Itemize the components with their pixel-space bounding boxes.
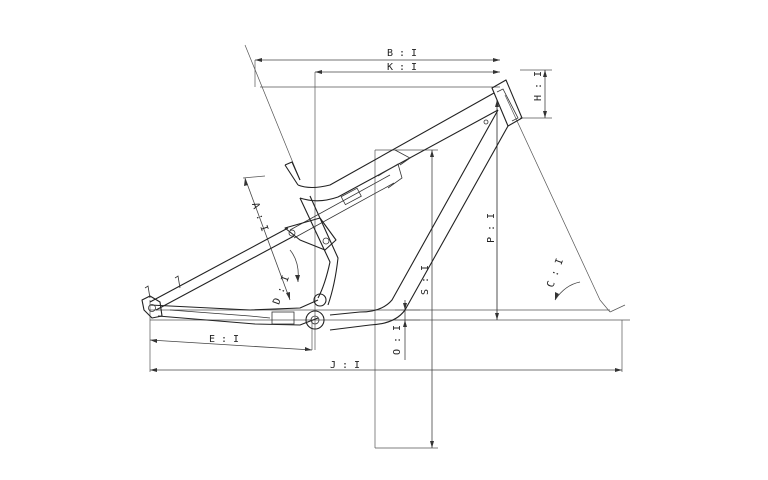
- label-D: D : I: [271, 274, 292, 306]
- label-O: O : I: [392, 325, 403, 355]
- label-B: B : I: [387, 48, 417, 59]
- label-E: E : I: [209, 334, 239, 345]
- chain-stay: [149, 299, 319, 311]
- rocker-link: [284, 217, 337, 251]
- seat-tube: [299, 197, 331, 299]
- head-tube: [491, 79, 523, 127]
- rear-dropout: [141, 275, 181, 319]
- label-H: H : I: [533, 71, 544, 101]
- label-C: C : I: [545, 257, 566, 289]
- dimension-lines: [149, 58, 622, 448]
- reference-lines: [149, 44, 630, 449]
- down-tube: [329, 109, 499, 316]
- label-A: A : I: [249, 201, 270, 233]
- label-P: P : I: [486, 213, 497, 243]
- bottom-bracket: [271, 293, 327, 330]
- frame-outline: [141, 79, 523, 331]
- label-J: J : I: [330, 360, 360, 371]
- rear-shock: [289, 149, 411, 239]
- top-tube: [297, 92, 495, 189]
- label-S: S : I: [420, 265, 431, 295]
- seat-stay: [149, 227, 289, 303]
- label-K: K : I: [387, 62, 417, 73]
